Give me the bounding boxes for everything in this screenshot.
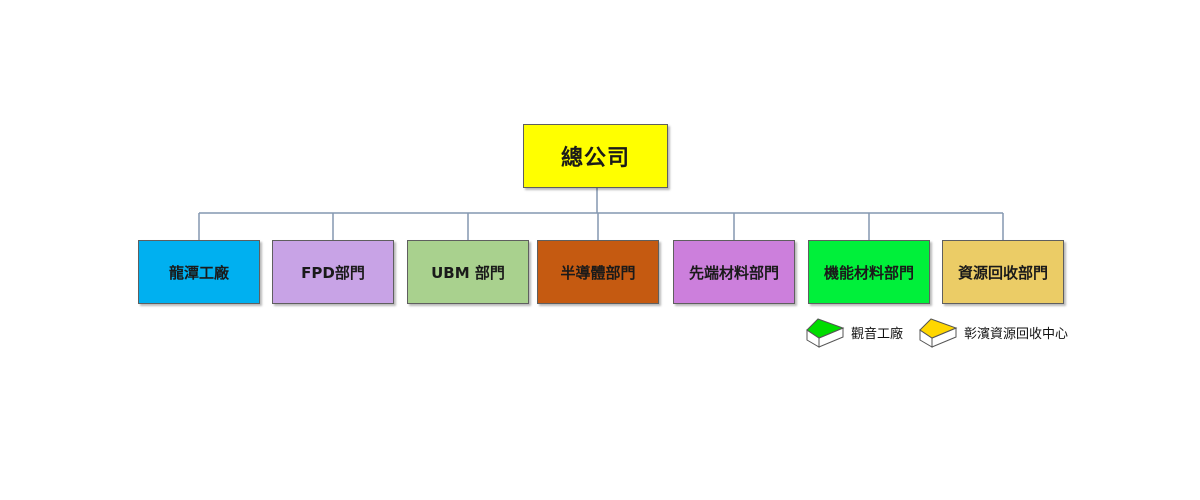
legend-item-label: 彰濱資源回收中心 [964, 326, 1069, 342]
dept-node-label: 機能材料部門 [823, 263, 914, 282]
yellow-roof-house-icon [919, 318, 958, 348]
dept-node-2: UBM 部門 [407, 240, 529, 304]
root-node-headquarters: 總公司 [523, 124, 668, 188]
legend-item-guanyin-plant: 觀音工廠 [805, 316, 903, 348]
root-node-label: 總公司 [560, 146, 630, 171]
dept-node-5: 機能材料部門 [808, 240, 930, 304]
dept-node-4: 先端材料部門 [673, 240, 795, 304]
dept-node-3: 半導體部門 [537, 240, 659, 304]
dept-node-label: 先端材料部門 [688, 263, 779, 282]
dept-node-label: 半導體部門 [560, 263, 636, 282]
dept-node-label: UBM 部門 [431, 263, 505, 282]
dept-node-0: 龍潭工廠 [138, 240, 260, 304]
dept-node-label: 龍潭工廠 [168, 263, 229, 282]
legend-item-label: 觀音工廠 [851, 326, 904, 342]
dept-node-label: FPD部門 [301, 263, 365, 282]
dept-node-label: 資源回收部門 [957, 263, 1048, 282]
dept-node-6: 資源回收部門 [942, 240, 1064, 304]
green-roof-house-icon [806, 318, 845, 348]
legend-item-changbin-recycling-center: 彰濱資源回收中心 [918, 316, 1068, 348]
dept-node-1: FPD部門 [272, 240, 394, 304]
